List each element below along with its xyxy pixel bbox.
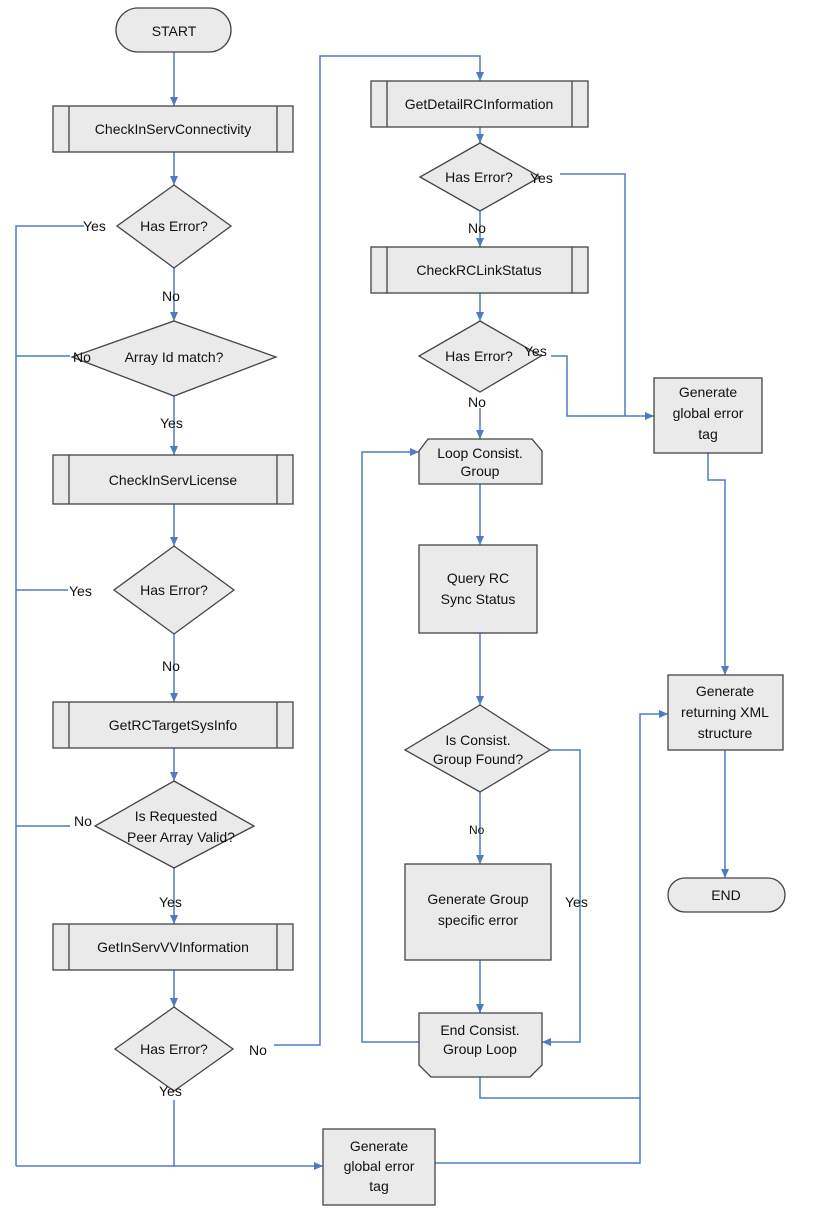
err4-no-label: No — [468, 220, 486, 236]
get-detail-process: GetDetailRCInformation — [370, 80, 589, 128]
edge-err5-yes-to-gen-err-right — [551, 355, 625, 417]
loop-end-line-2: Group Loop — [443, 1041, 517, 1057]
gen-xml-line-1: Generate — [696, 683, 755, 699]
err1-label: Has Error? — [140, 218, 208, 234]
edge-loop-end-back-to-loop — [361, 448, 419, 1043]
err5-decision: Has Error? — [417, 320, 543, 393]
peer-valid-decision: Is Requested Peer Array Valid? — [93, 780, 256, 869]
peer-valid-label-line-2: Peer Array Valid? — [127, 829, 235, 845]
loop-end-line-1: End Consist. — [440, 1022, 519, 1038]
err1-no-label: No — [162, 288, 180, 304]
query-sync-line-1: Query RC — [447, 570, 509, 586]
edge-labels: Yes No No Yes Yes No No Yes No Yes Yes N… — [69, 170, 588, 1099]
array-match-label: Array Id match? — [125, 349, 224, 365]
group-found-line-1: Is Consist. — [445, 732, 510, 748]
nodes: START CheckInServConnectivity Has Error?… — [52, 7, 786, 1206]
gen-err-bottom-process: Generate global error tag — [322, 1128, 436, 1206]
check-connectivity-process: CheckInServConnectivity — [52, 105, 294, 153]
err5-no-label: No — [468, 394, 486, 410]
edge-err4-yes-to-gen-err-right — [560, 173, 654, 420]
get-detail-label: GetDetailRCInformation — [405, 96, 554, 112]
gen-group-err-line-2: specific error — [438, 912, 518, 928]
start-terminal: START — [115, 7, 232, 53]
edges — [15, 52, 729, 1170]
check-connectivity-label: CheckInServConnectivity — [95, 121, 251, 137]
err2-label: Has Error? — [140, 582, 208, 598]
gen-err-right-process: Generate global error tag — [653, 377, 763, 454]
check-link-process: CheckRCLinkStatus — [370, 246, 589, 294]
gen-xml-line-2: returning XML — [681, 704, 769, 720]
get-target-label: GetRCTargetSysInfo — [109, 717, 238, 733]
edge-gen-err-bottom-to-xml — [435, 1098, 641, 1164]
err2-decision: Has Error? — [112, 545, 236, 635]
err1-yes-label: Yes — [83, 218, 106, 234]
peer-valid-label-line-1: Is Requested — [135, 808, 218, 824]
array-match-decision: Array Id match? — [70, 320, 278, 397]
loop-end-shape: End Consist. Group Loop — [418, 1012, 543, 1078]
get-vv-process: GetInServVVInformation — [52, 923, 294, 971]
gen-group-err-process: Generate Group specific error — [404, 863, 552, 961]
err5-label: Has Error? — [445, 348, 513, 364]
group-found-line-2: Group Found? — [433, 751, 523, 767]
array-yes-label: Yes — [160, 415, 183, 431]
err3-yes-label: Yes — [159, 1083, 182, 1099]
gen-err-right-line-3: tag — [698, 426, 717, 442]
gen-err-right-line-1: Generate — [679, 384, 738, 400]
found-yes-label: Yes — [565, 894, 588, 910]
err1-decision: Has Error? — [115, 184, 233, 269]
gen-err-bottom-line-3: tag — [369, 1178, 388, 1194]
edge-err3-no-to-detail — [274, 55, 484, 1046]
query-sync-process: Query RC Sync Status — [418, 544, 538, 634]
peer-yes-label: Yes — [159, 894, 182, 910]
group-found-decision: Is Consist. Group Found? — [403, 704, 552, 793]
edge-gen-err-right-to-xml — [707, 453, 729, 675]
end-label: END — [711, 887, 741, 903]
gen-xml-line-3: structure — [698, 725, 753, 741]
query-sync-line-2: Sync Status — [441, 591, 516, 607]
gen-xml-process: Generate returning XML structure — [667, 674, 784, 751]
err3-label: Has Error? — [140, 1041, 208, 1057]
loop-start-line-2: Group — [461, 463, 500, 479]
err2-no-label: No — [162, 658, 180, 674]
edge-err1-yes-bus — [15, 225, 84, 1166]
peer-no-label: No — [74, 813, 92, 829]
err3-no-label: No — [249, 1042, 267, 1058]
check-license-process: CheckInServLicense — [52, 454, 294, 505]
loop-start-shape: Loop Consist. Group — [418, 438, 543, 485]
edge-found-yes-to-loop-end — [542, 749, 581, 1046]
err4-decision: Has Error? — [418, 142, 542, 212]
found-no-label: No — [469, 823, 485, 837]
gen-err-right-line-2: global error — [673, 405, 744, 421]
get-target-process: GetRCTargetSysInfo — [52, 701, 294, 749]
get-vv-label: GetInServVVInformation — [97, 939, 249, 955]
gen-err-bottom-line-1: Generate — [350, 1138, 409, 1154]
end-terminal: END — [667, 877, 786, 913]
check-license-label: CheckInServLicense — [109, 472, 238, 488]
gen-group-err-line-1: Generate Group — [427, 891, 528, 907]
loop-start-line-1: Loop Consist. — [437, 445, 523, 461]
err3-decision: Has Error? — [113, 1006, 235, 1092]
check-link-label: CheckRCLinkStatus — [416, 262, 541, 278]
err4-label: Has Error? — [445, 169, 513, 185]
start-label: START — [152, 23, 197, 39]
err5-yes-label: Yes — [524, 343, 547, 359]
array-no-label: No — [73, 349, 91, 365]
gen-err-bottom-line-2: global error — [344, 1158, 415, 1174]
err2-yes-label: Yes — [69, 583, 92, 599]
err4-yes-label: Yes — [530, 170, 553, 186]
